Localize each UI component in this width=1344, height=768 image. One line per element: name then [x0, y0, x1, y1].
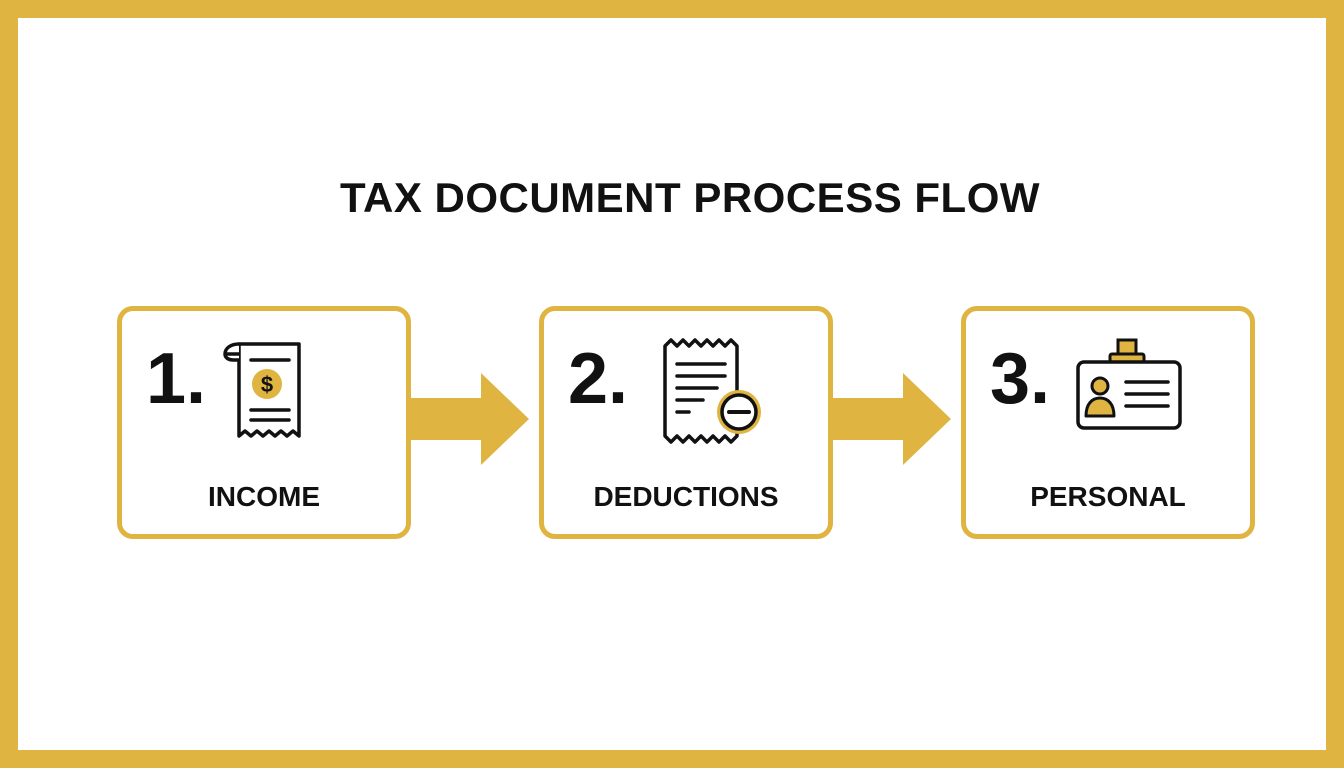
step-deductions: 2. DEDUCTIONS: [539, 306, 833, 539]
diagram-title: TAX DOCUMENT PROCESS FLOW: [339, 174, 1041, 221]
step-label: PERSONAL: [1030, 481, 1186, 512]
arrow-right-icon: [833, 373, 951, 465]
receipt-minus-icon: [663, 338, 761, 444]
step-personal: 3. PERSONAL: [961, 306, 1255, 539]
step-number: 3.: [990, 339, 1051, 419]
step-label: INCOME: [208, 481, 320, 512]
step-number: 1.: [146, 339, 207, 419]
step-label: DEDUCTIONS: [593, 481, 779, 512]
receipt-dollar-icon: $: [223, 342, 301, 438]
svg-text:$: $: [261, 372, 273, 397]
id-badge-icon: [1076, 338, 1182, 430]
step-income: 1. $ INCOME: [117, 306, 411, 539]
arrow-right-icon: [411, 373, 529, 465]
step-number: 2.: [568, 339, 629, 419]
